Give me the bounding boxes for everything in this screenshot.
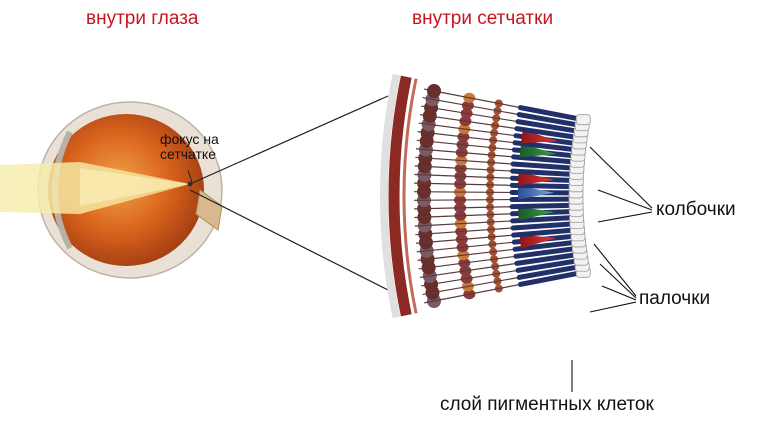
focus-label-line2: сетчатке: [160, 147, 216, 162]
focus-label-line1: фокус на: [160, 132, 219, 147]
retina-column: [423, 92, 590, 130]
retina-column: [423, 261, 590, 299]
zoom-line-top: [190, 96, 388, 184]
retina-band-2: [404, 79, 416, 314]
retina-cells: [414, 84, 590, 308]
pigment-layer-label: слой пигментных клеток: [440, 394, 654, 416]
rods-label: палочки: [639, 288, 710, 310]
rod-cell: [513, 164, 571, 168]
cones-label: колбочки: [656, 199, 736, 221]
eye-illustration: [0, 102, 222, 278]
retina-layers: [384, 75, 416, 318]
rod-cell: [514, 230, 572, 235]
rod-cell: [512, 205, 570, 206]
title-inside-eye: внутри глаза: [86, 8, 198, 30]
rod-cell: [512, 185, 570, 186]
pigment-cell: [576, 115, 590, 125]
rod-cell: [513, 171, 571, 174]
rod-cell: [514, 157, 572, 162]
rod-cell: [513, 224, 571, 228]
zoom-line-bottom: [190, 190, 388, 290]
title-inside-retina: внутри сетчатки: [412, 8, 553, 30]
